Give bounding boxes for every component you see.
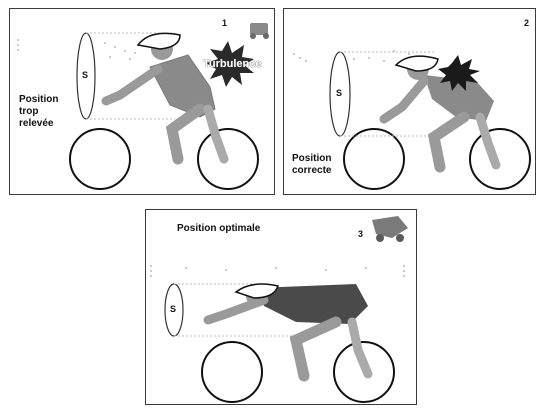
rider-back-leg bbox=[480, 117, 496, 165]
position-caption: Position correcte bbox=[292, 153, 331, 177]
helmet-icon bbox=[396, 56, 438, 71]
helmet-icon bbox=[138, 33, 180, 49]
frontal-surface-label: S bbox=[336, 88, 342, 98]
cyclist-pictogram-icon bbox=[250, 23, 269, 39]
front-wheel bbox=[202, 342, 262, 402]
panel-correct-position: 2 S Position correcte bbox=[283, 8, 536, 195]
panel-number: 2 bbox=[524, 18, 529, 28]
panel-number: 3 bbox=[358, 229, 363, 239]
rider-arm bbox=[106, 69, 158, 101]
rider-front-leg bbox=[434, 117, 464, 167]
front-wheel bbox=[344, 129, 404, 189]
rear-wheel bbox=[470, 129, 530, 189]
airflow-dots bbox=[17, 39, 136, 60]
rider-back-leg bbox=[352, 322, 368, 374]
panel-upright-position: 1 S Turbulence Position trop relevée bbox=[9, 8, 275, 195]
panel-optimal-position: 3 S Position optimale bbox=[145, 209, 417, 405]
airflow-dots bbox=[150, 265, 405, 277]
position-caption: Position trop relevée bbox=[19, 94, 58, 130]
position-caption: Position optimale bbox=[177, 223, 260, 235]
rider-illustration-optimal bbox=[146, 210, 418, 406]
cyclist-pictogram-icon bbox=[372, 216, 408, 242]
rider-front-leg bbox=[172, 109, 200, 159]
rider-arm bbox=[384, 81, 424, 119]
panel-number: 1 bbox=[222, 18, 227, 28]
frontal-surface-label: S bbox=[82, 70, 88, 80]
rider-front-leg bbox=[296, 322, 336, 376]
frontal-surface-label: S bbox=[170, 304, 176, 314]
turbulence-label: Turbulence bbox=[203, 58, 261, 70]
front-wheel bbox=[70, 129, 130, 189]
